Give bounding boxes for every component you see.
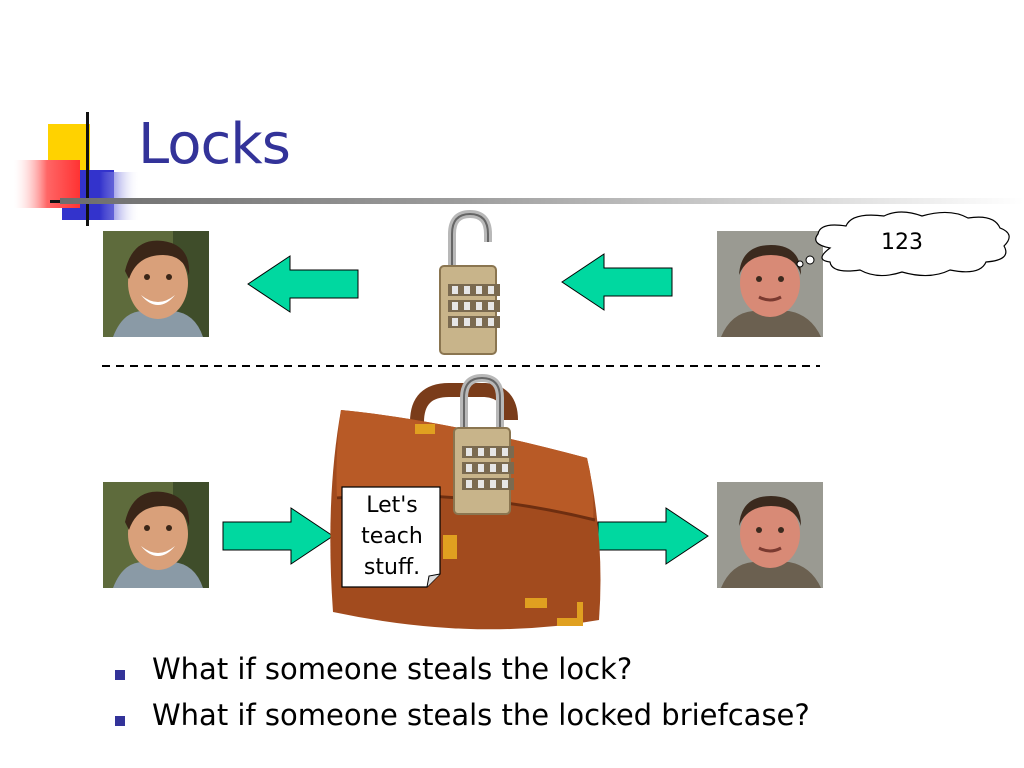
arrow-left-icon-2 [561,253,673,311]
person-left-photo-top [103,231,209,337]
title-underline [60,198,1024,204]
thought-bubble [796,211,1010,277]
bullet-text: What if someone steals the locked briefc… [152,698,810,732]
person-right-photo-bottom [717,482,823,588]
dashed-divider [102,365,820,367]
arrow-left-icon-1 [247,255,359,313]
person-left-photo-bottom [103,482,209,588]
note-line-1: Let's [366,493,418,518]
combination-padlock-icon-open [439,209,500,355]
combination-padlock-icon-closed [453,373,514,515]
bullet-text: What if someone steals the lock? [152,652,633,686]
person-right-photo-top [717,231,823,337]
note-card [341,486,441,588]
thought-bubble-text: 123 [881,230,923,255]
note-line-2: teach [361,524,423,549]
slide-title: Locks [138,112,291,177]
bullet-square-icon [115,716,125,726]
note-line-3: stuff. [363,555,421,580]
arrow-right-icon-1 [222,507,334,565]
title-decoration [14,112,140,226]
note-text: Let's teach stuff. [347,490,437,583]
bullet-square-icon [115,670,125,680]
